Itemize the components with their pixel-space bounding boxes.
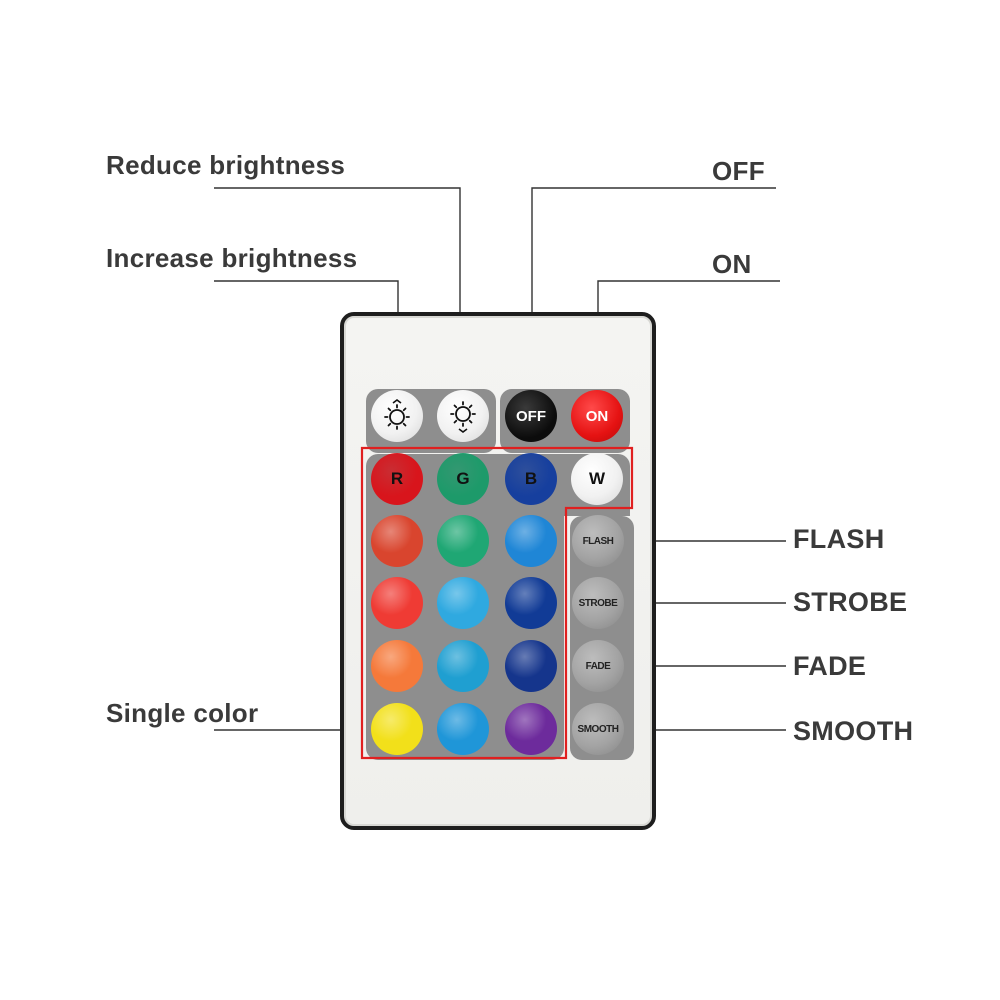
reduce-brightness-button[interactable] [437,390,489,442]
off-label: OFF [712,156,765,186]
fade-label: FADE [793,651,867,681]
reduce-brightness-label: Reduce brightness [106,150,346,180]
color-button[interactable] [505,640,557,692]
color-button[interactable] [371,577,423,629]
single-color-label: Single color [106,698,259,728]
smooth-label: SMOOTH [793,716,914,746]
sun-down-icon [450,401,476,433]
increase-brightness-button[interactable] [371,390,423,442]
on-label: ON [712,249,752,279]
color-button[interactable] [371,515,423,567]
color-button[interactable] [371,703,423,755]
color-button[interactable] [437,577,489,629]
sun-up-icon [384,399,410,430]
color-button[interactable] [505,577,557,629]
color-button[interactable] [437,640,489,692]
strobe-label: STROBE [793,587,908,617]
off-button[interactable]: OFF [505,390,557,442]
flash-label: FLASH [793,524,885,554]
color-button[interactable] [371,640,423,692]
color-button[interactable] [437,703,489,755]
color-button[interactable] [437,515,489,567]
color-button[interactable] [505,703,557,755]
increase-brightness-label: Increase brightness [106,243,358,273]
color-button[interactable] [505,515,557,567]
